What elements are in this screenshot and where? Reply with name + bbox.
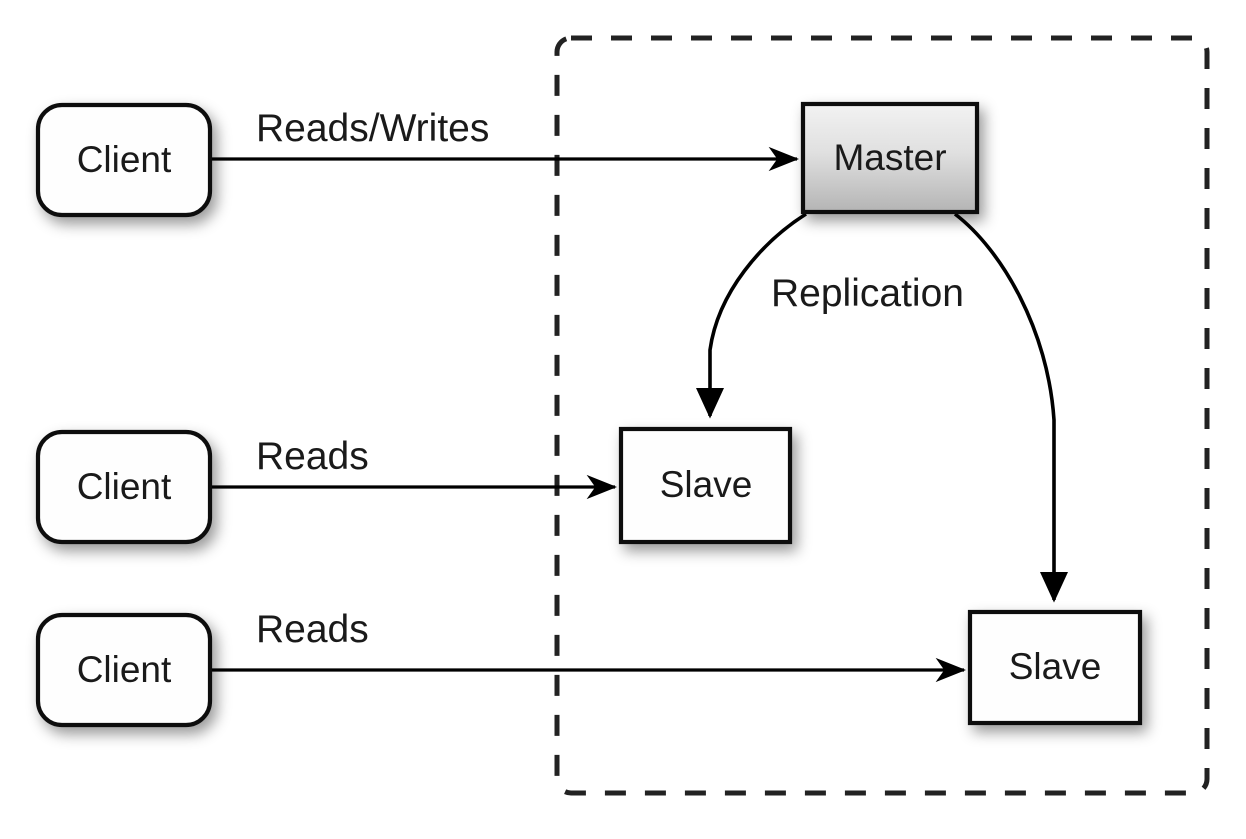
edge-label-replication: Replication — [771, 272, 964, 315]
node-master[interactable]: Master — [800, 101, 980, 215]
node-client-top[interactable]: Client — [35, 102, 213, 218]
edge-label-reads-upper: Reads — [256, 435, 369, 478]
client-bottom-label: Client — [77, 649, 172, 690]
edge-master-slave-upper — [695, 212, 807, 419]
edge-label-reads-lower: Reads — [256, 608, 369, 651]
client-middle-shape[interactable] — [35, 429, 213, 545]
node-client-middle[interactable]: Client — [35, 429, 213, 545]
client-bottom-shape[interactable] — [35, 612, 213, 728]
database-cluster-boundary — [554, 35, 1210, 796]
slave-upper-shape[interactable] — [618, 426, 793, 545]
slave-lower-shape[interactable] — [967, 609, 1143, 726]
node-slave-lower[interactable]: Slave — [967, 609, 1143, 726]
client-top-label: Client — [77, 139, 172, 180]
edge-master-slave-lower — [953, 212, 1069, 603]
edge-label-reads-writes: Reads/Writes — [256, 107, 489, 150]
slave-upper-label: Slave — [660, 464, 753, 505]
node-client-bottom[interactable]: Client — [35, 612, 213, 728]
client-top-shape[interactable] — [35, 102, 213, 218]
master-shape[interactable] — [800, 101, 980, 215]
slave-lower-label: Slave — [1009, 646, 1102, 687]
node-slave-upper[interactable]: Slave — [618, 426, 793, 545]
master-label: Master — [833, 137, 946, 178]
client-middle-label: Client — [77, 466, 172, 507]
